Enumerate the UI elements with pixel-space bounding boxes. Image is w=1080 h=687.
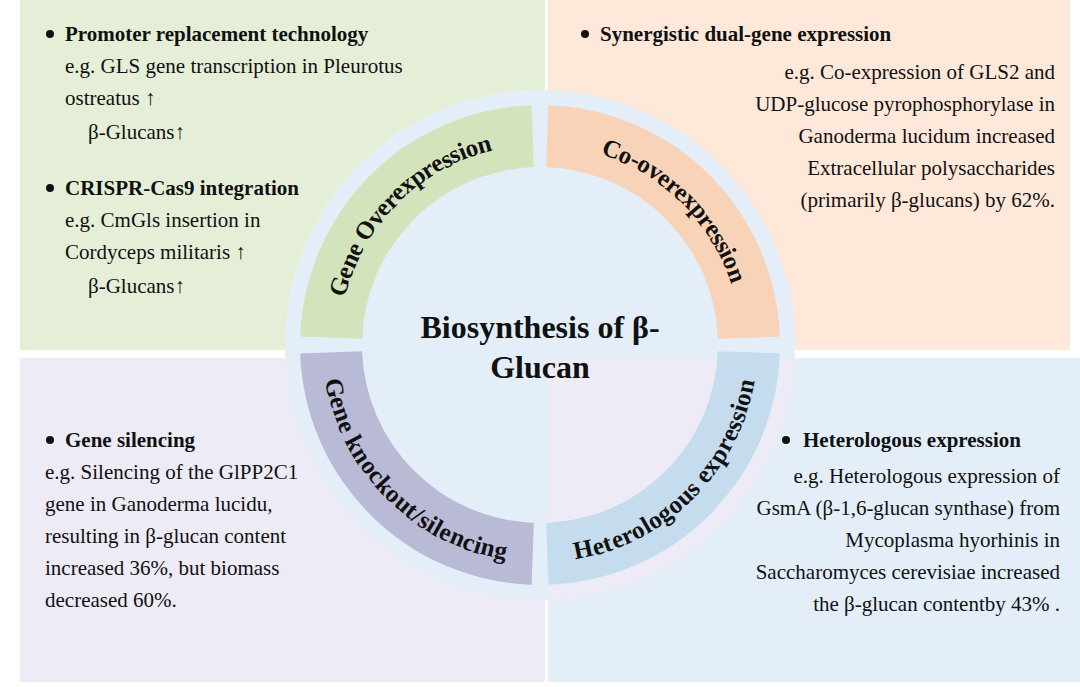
method-heading: Heterologous expression [803, 424, 1063, 456]
ring-arc [300, 105, 534, 339]
ring-arc [546, 105, 780, 339]
method-heading: Gene silencing [65, 424, 365, 456]
example-text: e.g. Co-expression of GLS2 and UDP-gluco… [755, 56, 1055, 216]
ring-arc [300, 351, 534, 585]
panel-background [285, 90, 1080, 682]
method-heading: Promoter replacement technology [65, 18, 445, 50]
method-heading: CRISPR-Cas9 integration [65, 172, 365, 204]
example-text: e.g. Silencing of the GlPP2C1 gene in Ga… [45, 456, 325, 616]
method-heading: Synergistic dual-gene expression [600, 18, 1040, 50]
bullet-dot [782, 436, 790, 444]
bullet-dot [46, 30, 54, 38]
example-text: β-Glucans↑ [88, 116, 288, 148]
ring-arc [546, 351, 780, 585]
example-text: e.g. GLS gene transcription in Pleurotus… [65, 50, 410, 114]
bullet-dot [46, 436, 54, 444]
bullet-dot [581, 30, 589, 38]
diagram-title: Biosynthesis of β-Glucan [405, 307, 675, 387]
example-text: e.g. CmGls insertion in Cordyceps milita… [65, 204, 305, 268]
example-text: e.g. Heterologous expression of GsmA (β-… [745, 460, 1060, 620]
example-text: β-Glucans↑ [88, 270, 288, 302]
bullet-dot [46, 184, 54, 192]
